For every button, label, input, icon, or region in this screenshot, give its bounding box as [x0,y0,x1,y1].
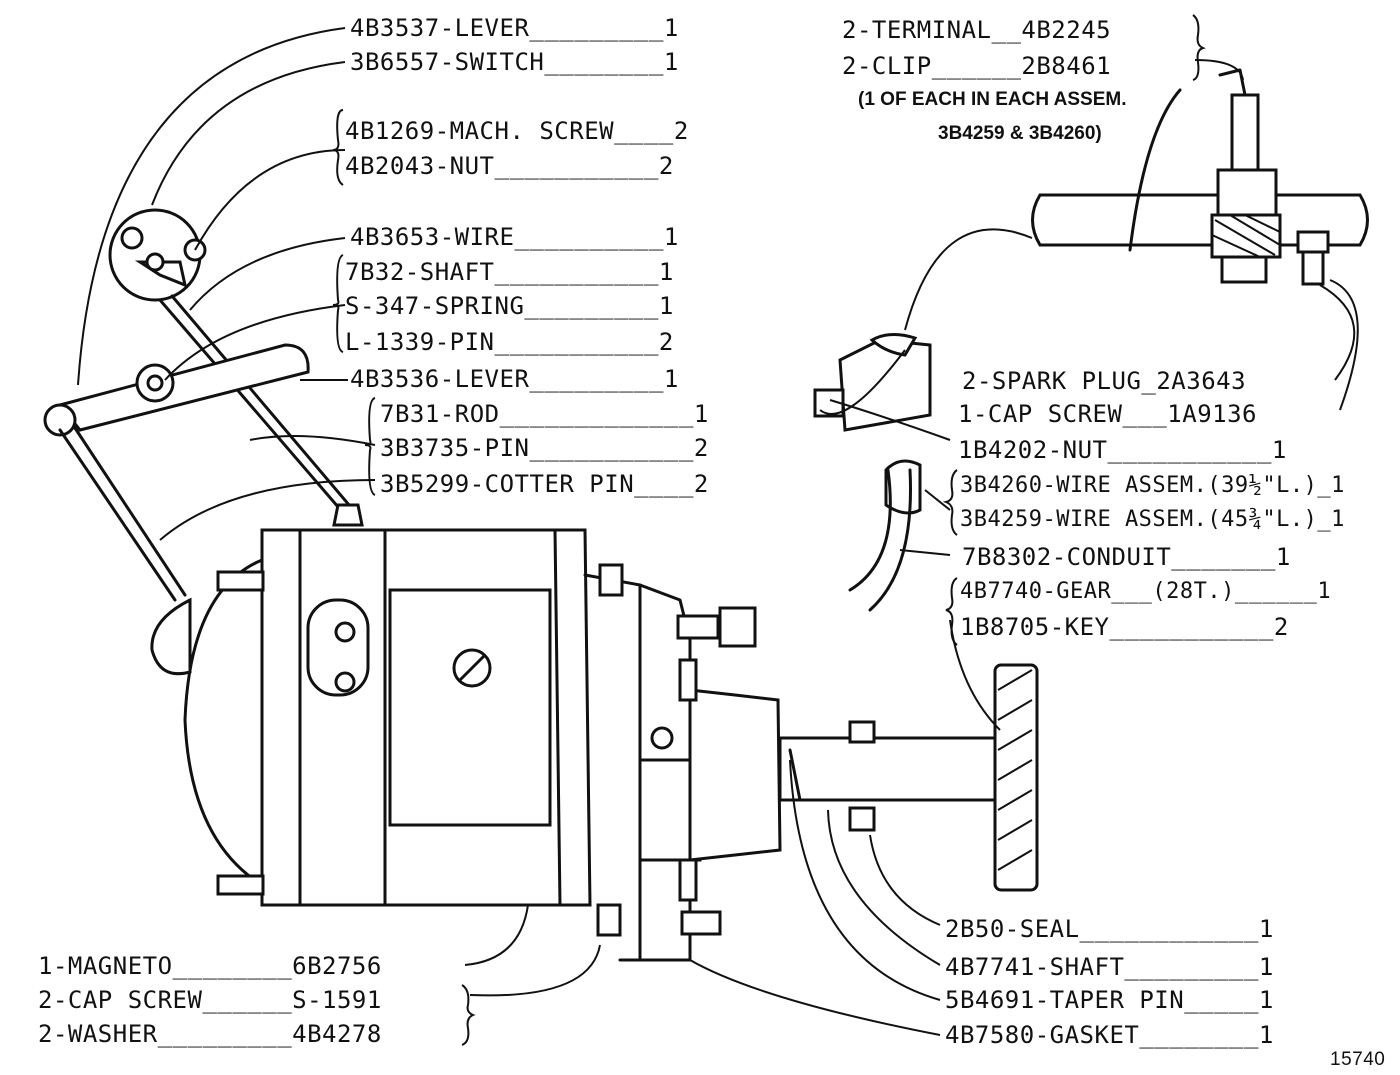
callout-terminal: 2-TERMINAL__4B2245 [842,16,1112,44]
callout-mach-screw: 4B1269-MACH. SCREW____2 [345,117,689,145]
callout-magneto: 1-MAGNETO________6B2756 [38,952,382,980]
callout-wire: 4B3653-WIRE__________1 [350,223,679,251]
callout-lever-4b3536: 4B3536-LEVER_________1 [350,365,679,393]
callout-nut-4b2043: 4B2043-NUT___________2 [345,152,674,180]
callout-lever-4b3537: 4B3537-LEVER_________1 [350,14,679,42]
note-assem-numbers: 3B4259 & 3B4260) [938,123,1102,144]
magneto-body [150,528,782,962]
callout-nut-1b4202: 1B4202-NUT___________1 [958,436,1287,464]
callout-cap-screw-s1591: 2-CAP SCREW______S-1591 [38,986,382,1014]
callout-wire-assem-3b4260: 3B4260-WIRE ASSEM.(39½"L.)_1 [960,473,1345,498]
callout-shaft-7b32: 7B32-SHAFT___________1 [345,258,674,286]
spark-plug-assembly [1031,68,1369,286]
callout-pin-l1339: L-1339-PIN___________2 [345,328,674,356]
callout-conduit: 7B8302-CONDUIT_______1 [962,543,1291,571]
callout-washer: 2-WASHER_________4B4278 [38,1020,382,1048]
callout-cap-screw-1a9136: 1-CAP SCREW___1A9136 [958,400,1257,428]
callout-spark-plug: 2-SPARK PLUG_2A3643 [962,367,1247,395]
leader-lines [77,27,1359,1036]
callout-wire-assem-3b4259: 3B4259-WIRE ASSEM.(45¾"L.)_1 [960,507,1345,532]
callout-rod: 7B31-ROD_____________1 [380,400,709,428]
callout-cotter-pin: 3B5299-COTTER PIN____2 [380,470,709,498]
drive-shaft-gear [778,663,1039,892]
note-each-assem: (1 OF EACH IN EACH ASSEM. [858,89,1127,110]
callout-seal: 2B50-SEAL____________1 [945,915,1274,943]
callout-switch: 3B6557-SWITCH________1 [350,48,679,76]
brackets [332,14,1206,1046]
callout-pin-3b3735: 3B3735-PIN___________2 [380,434,709,462]
callout-gear: 4B7740-GEAR___(28T.)______1 [960,579,1332,604]
callout-gasket: 4B7580-GASKET________1 [945,1021,1274,1049]
callout-taper-pin: 5B4691-TAPER PIN_____1 [945,986,1274,1014]
callout-shaft-4b7741: 4B7741-SHAFT_________1 [945,953,1274,981]
callout-spring: S-347-SPRING_________1 [345,292,674,320]
switch-lever-assembly [43,208,364,602]
callout-clip: 2-CLIP______2B8461 [842,52,1112,80]
figure-number: 15740 [1330,1049,1386,1070]
conduit [813,333,932,612]
callout-key: 1B8705-KEY___________2 [960,613,1289,641]
